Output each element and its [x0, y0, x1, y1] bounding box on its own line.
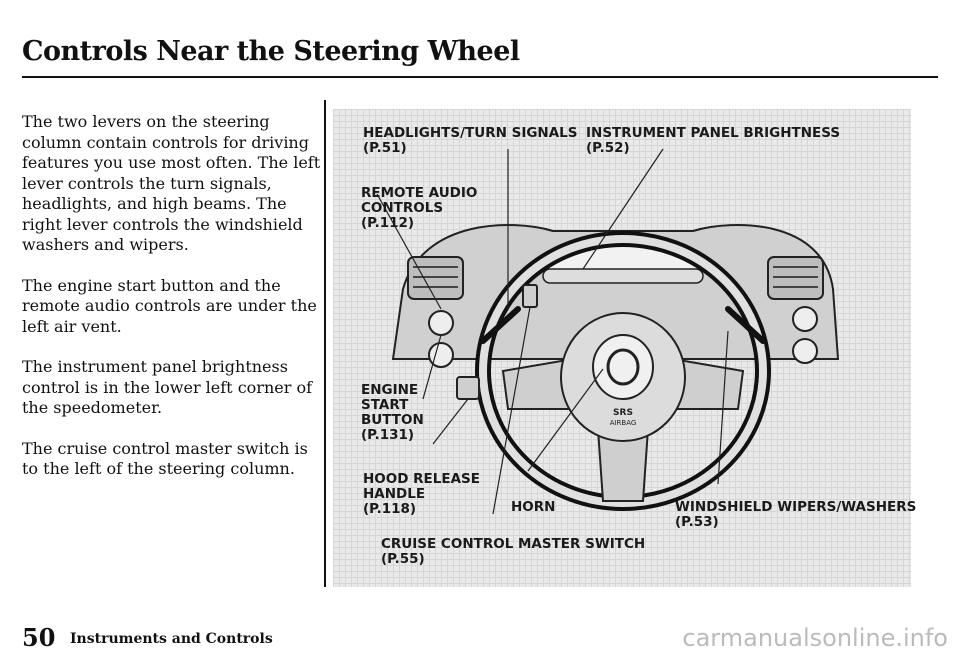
section-name: Instruments and Controls [70, 631, 273, 647]
paragraph-cruise: The cruise control master switch is to t… [22, 438, 308, 479]
callout-horn: HORN [511, 499, 556, 515]
airbag-label: AIRBAG [610, 419, 637, 427]
steering-wheel-figure: SRS AIRBAG HEADLIGHTS/TURN SIGNALS (P.51… [333, 109, 916, 587]
callout-hood-release: HOOD RELEASE HANDLE (P.118) [363, 471, 480, 517]
emblem-icon [606, 348, 640, 386]
hood-release-handle [456, 376, 480, 400]
leader-lines [376, 148, 729, 515]
page-title: Controls Near the Steering Wheel [22, 36, 520, 67]
srs-label: SRS [613, 408, 633, 418]
horn-pad [592, 334, 654, 400]
right-lever [725, 306, 766, 344]
title-rule [22, 76, 938, 78]
right-knob-bottom [792, 338, 818, 364]
cruise-switch [522, 284, 538, 308]
left-lever [480, 306, 521, 344]
steering-wheel-illustration: SRS AIRBAG [376, 148, 840, 515]
right-knob-top [792, 306, 818, 332]
callout-engine-start: ENGINE START BUTTON (P.131) [361, 382, 424, 443]
cluster-bar [542, 268, 704, 284]
paragraph-brightness: The instrument panel brightness control … [22, 357, 312, 417]
engine-start-button [428, 310, 454, 336]
callout-headlights: HEADLIGHTS/TURN SIGNALS (P.51) [363, 125, 578, 156]
watermark: carmanualsonline.info [682, 624, 948, 652]
column-divider [324, 100, 326, 587]
callout-cruise: CRUISE CONTROL MASTER SWITCH (P.55) [381, 536, 646, 567]
callout-remote-audio: REMOTE AUDIO CONTROLS (P.112) [361, 185, 478, 231]
body-text: The two levers on the steering column co… [22, 112, 322, 500]
left-knob [428, 342, 454, 368]
page-number: 50 [22, 623, 56, 652]
callout-panel-brightness: INSTRUMENT PANEL BRIGHTNESS (P.52) [586, 125, 841, 156]
paragraph-levers: The two levers on the steering column co… [22, 112, 321, 254]
paragraph-engine-start: The engine start button and the remote a… [22, 275, 317, 336]
callout-wipers: WINDSHIELD WIPERS/WASHERS (P.53) [675, 499, 917, 530]
